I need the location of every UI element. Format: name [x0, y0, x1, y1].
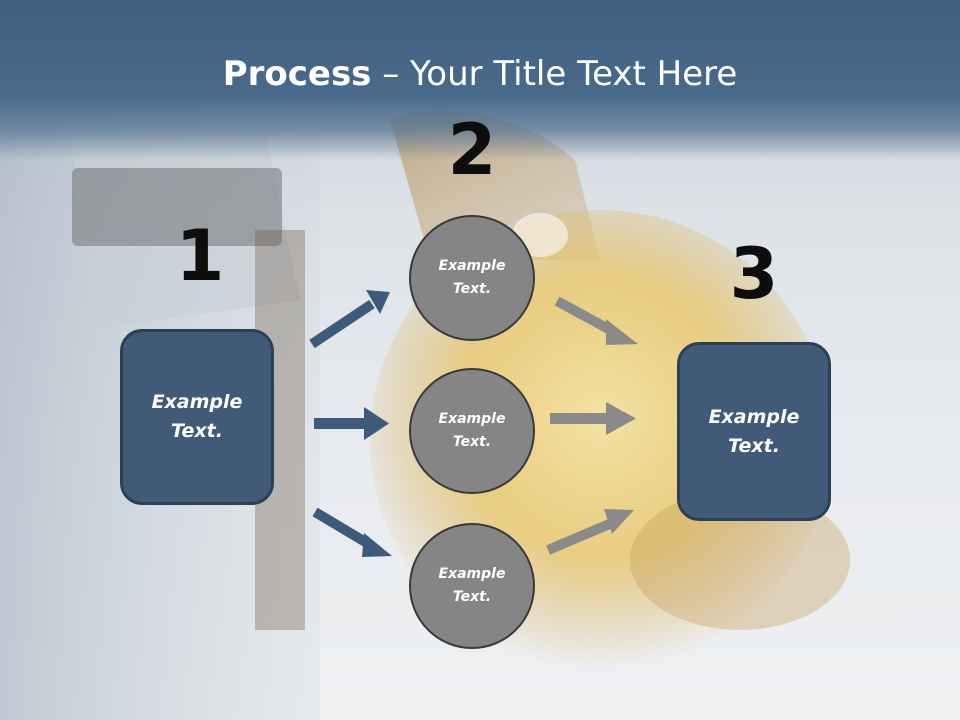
step-1-text: Example Text. [151, 391, 243, 442]
arrow-step1-to-middle [314, 407, 389, 440]
arrow-top-to-step3 [554, 296, 638, 345]
slide-title: Process – Your Title Text Here [0, 52, 960, 96]
step-2-circle-middle: Example Text. [409, 368, 535, 494]
arrow-step1-to-bottom [312, 507, 392, 557]
step-2-circle-top: Example Text. [409, 215, 535, 341]
arrow-middle-to-step3 [550, 402, 636, 435]
step-3-text: Example Text. [708, 405, 800, 457]
circle-bottom-text: Example Text. [438, 566, 506, 605]
arrow-bottom-to-step3 [546, 509, 634, 555]
title-bold: Process [222, 54, 372, 94]
arrow-step1-to-top [309, 290, 390, 349]
header-band [0, 0, 960, 160]
step-1-box: Example Text. [120, 329, 274, 505]
step-3-box: Example Text. [677, 342, 831, 521]
title-rest: – Your Title Text Here [371, 54, 738, 94]
step-2-circle-bottom: Example Text. [409, 523, 535, 649]
step-1-number: 1 [175, 215, 225, 297]
step-3-number: 3 [729, 233, 779, 315]
step-2-number: 2 [447, 109, 497, 191]
circle-middle-text: Example Text. [438, 411, 506, 450]
circle-top-text: Example Text. [438, 258, 506, 297]
